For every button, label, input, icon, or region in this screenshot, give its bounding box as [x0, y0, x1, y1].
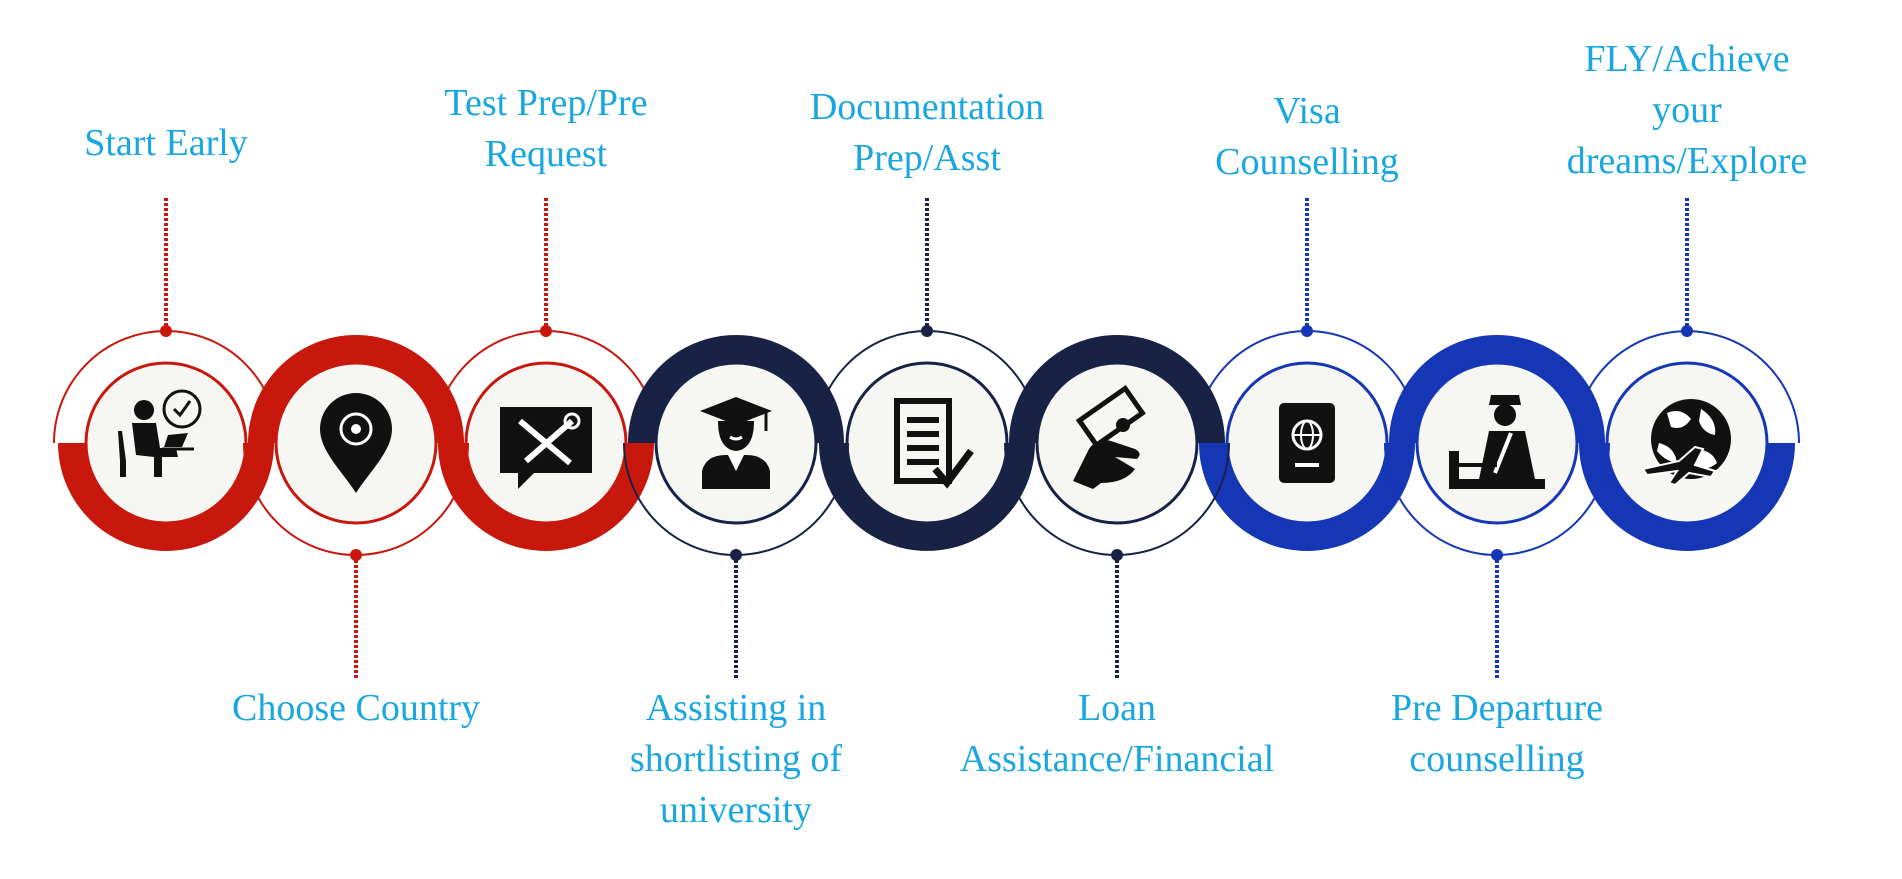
step-label-start-early: Start Early	[84, 122, 248, 164]
connector-4	[730, 549, 742, 680]
connector-dot	[540, 325, 552, 337]
step-ring	[248, 335, 464, 443]
tools-chat-bubble-icon	[500, 407, 592, 489]
step-label-pre-departure: Pre Departure counselling	[1390, 687, 1604, 780]
connector-dot	[160, 325, 172, 337]
connector-9	[1681, 198, 1693, 337]
globe-airplane-icon	[1641, 399, 1731, 487]
passport-icon	[1279, 403, 1335, 483]
step-ring	[1199, 443, 1415, 551]
connector-6	[1111, 549, 1123, 680]
connector-1	[160, 198, 172, 337]
connector-dot	[921, 325, 933, 337]
step-ring	[1579, 443, 1795, 551]
step-label-visa: Visa Counselling	[1215, 90, 1399, 183]
step-label-shortlisting: Assisting in shortlisting of university	[629, 687, 843, 831]
connector-dot	[1681, 325, 1693, 337]
step-ring	[819, 443, 1035, 551]
step-label-choose-country: Choose Country	[231, 687, 481, 729]
document-check-icon	[894, 398, 974, 489]
connector-dot	[350, 549, 362, 561]
connector-2	[350, 549, 362, 680]
connector-5	[921, 198, 933, 337]
connector-3	[540, 198, 552, 337]
graduate-icon	[700, 397, 772, 489]
step-ring	[1009, 335, 1225, 443]
step-label-fly: FLY/Achieve your dreams/Explore	[1566, 38, 1808, 182]
connector-dot	[1111, 549, 1123, 561]
hand-with-money-icon	[1073, 384, 1146, 489]
connector-dot	[1491, 549, 1503, 561]
step-label-test-prep: Test Prep/Pre Request	[444, 82, 648, 175]
step-ring	[58, 443, 274, 551]
connector-8	[1491, 549, 1503, 680]
immigration-officer-icon	[1449, 395, 1545, 489]
step-ring	[1389, 335, 1605, 443]
step-node-5	[814, 330, 1040, 551]
step-label-documentation: Documentation Prep/Asst	[809, 86, 1045, 179]
person-at-laptop-with-clock-icon	[118, 389, 202, 477]
connector-7	[1301, 198, 1313, 337]
connector-dot	[730, 549, 742, 561]
step-label-loan: Loan Assistance/Financial	[959, 687, 1275, 780]
connector-dot	[1301, 325, 1313, 337]
location-pin-icon	[320, 393, 392, 493]
step-ring	[438, 443, 654, 551]
step-ring	[628, 335, 844, 443]
step-inner-disc	[845, 361, 1009, 525]
